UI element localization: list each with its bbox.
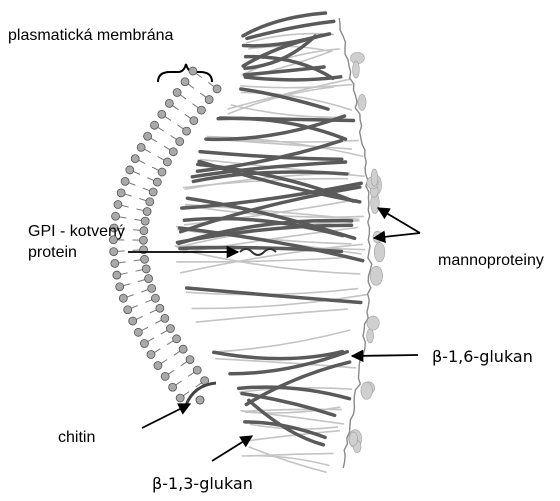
label-mannoproteins: mannoproteiny bbox=[438, 251, 544, 270]
lipid-head bbox=[161, 372, 169, 380]
gpi-protein-chain bbox=[240, 249, 276, 255]
lipid-head bbox=[213, 85, 221, 93]
lipid-head bbox=[163, 158, 171, 166]
lipid-head bbox=[114, 201, 122, 209]
lipid-head bbox=[131, 155, 139, 163]
lipid-head bbox=[151, 294, 159, 302]
lipid-head bbox=[169, 148, 177, 156]
glucan-fiber-light bbox=[240, 84, 352, 87]
lipid-head bbox=[165, 99, 173, 107]
lipid-head bbox=[154, 362, 162, 370]
chitin-arrow bbox=[142, 404, 190, 428]
label-beta-1-6-glucan: β-1,6-glukan bbox=[432, 347, 533, 366]
lipid-head bbox=[116, 283, 124, 291]
beta13-arrow bbox=[212, 436, 252, 461]
lipid-head bbox=[183, 127, 191, 135]
lipid-head bbox=[113, 271, 121, 279]
glucan-fiber-dark bbox=[200, 152, 342, 160]
lipid-head bbox=[166, 325, 174, 333]
mannoprotein-blob bbox=[349, 432, 358, 446]
lipid-head bbox=[153, 178, 161, 186]
lipid-head bbox=[119, 294, 127, 302]
lipid-head bbox=[179, 345, 187, 353]
lipid-head bbox=[134, 328, 142, 336]
lipid-head bbox=[126, 166, 134, 174]
lipid-head bbox=[111, 259, 119, 267]
lipid-head bbox=[186, 356, 194, 364]
lipid-head bbox=[143, 207, 151, 215]
glucan-fiber-dark bbox=[245, 77, 340, 80]
mannoprotein-blob bbox=[367, 316, 379, 330]
lipid-head bbox=[161, 314, 169, 322]
lipid-head bbox=[196, 396, 204, 404]
lipid-head bbox=[137, 143, 145, 151]
lipid-head bbox=[124, 306, 132, 314]
lipid-head bbox=[156, 304, 164, 312]
lipid-head bbox=[146, 198, 154, 206]
lipid-head bbox=[121, 177, 129, 185]
lipid-head bbox=[176, 394, 184, 402]
label-gpi-protein-line1: GPI - kotvený bbox=[28, 222, 125, 241]
lipid-head bbox=[197, 106, 205, 114]
lipid-head bbox=[141, 217, 149, 225]
lipid-head bbox=[140, 227, 148, 235]
label-beta-1-3-glucan: β-1,3-glukan bbox=[152, 474, 253, 493]
glucan-fiber-dark bbox=[241, 89, 328, 109]
mannoprotein-blob bbox=[353, 61, 360, 78]
mannoprotein-blob bbox=[358, 94, 366, 110]
lipid-head bbox=[142, 265, 150, 273]
lipid-head bbox=[189, 67, 197, 75]
glucan-fiber-light bbox=[176, 257, 352, 262]
beta16-arrow bbox=[352, 355, 418, 356]
lipid-head bbox=[169, 383, 177, 391]
glucan-fiber-light bbox=[249, 447, 327, 473]
lipid-head bbox=[141, 255, 149, 263]
mannoprotein-blob bbox=[371, 169, 378, 186]
lipid-head bbox=[147, 351, 155, 359]
lipid-head bbox=[148, 284, 156, 292]
lipid-head bbox=[112, 212, 120, 220]
glucan-fiber-dark bbox=[214, 352, 343, 359]
lipid-head bbox=[205, 96, 213, 104]
lipid-head bbox=[190, 117, 198, 125]
glucan-fiber-light bbox=[196, 309, 348, 322]
lipid-head bbox=[158, 110, 166, 118]
lipid-head bbox=[140, 339, 148, 347]
glucan-fiber-light bbox=[213, 330, 351, 352]
mannoprotein-blob bbox=[361, 382, 372, 399]
lipid-head bbox=[158, 168, 166, 176]
lipid-head bbox=[129, 317, 137, 325]
lipid-head bbox=[110, 248, 118, 256]
lipid-head bbox=[144, 132, 152, 140]
lipid-head bbox=[176, 137, 184, 145]
lipid-head bbox=[173, 335, 181, 343]
label-chitin: chitin bbox=[58, 428, 95, 447]
lipid-head bbox=[139, 236, 147, 244]
mannoprotein-blob bbox=[374, 242, 385, 261]
lipid-head bbox=[149, 188, 157, 196]
lipid-head bbox=[181, 78, 189, 86]
lipid-head bbox=[173, 89, 181, 97]
mannoprotein-arrow-upper bbox=[378, 208, 420, 233]
label-gpi-protein-line2: protein bbox=[28, 243, 77, 262]
lipid-head bbox=[117, 189, 125, 197]
lipid-head bbox=[193, 366, 201, 374]
mannoprotein-blob bbox=[370, 266, 382, 285]
lipid-head bbox=[145, 275, 153, 283]
label-plasma-membrane: plasmatická membrána bbox=[8, 26, 173, 45]
lipid-head bbox=[151, 121, 159, 129]
mannoprotein-blob bbox=[367, 329, 374, 343]
